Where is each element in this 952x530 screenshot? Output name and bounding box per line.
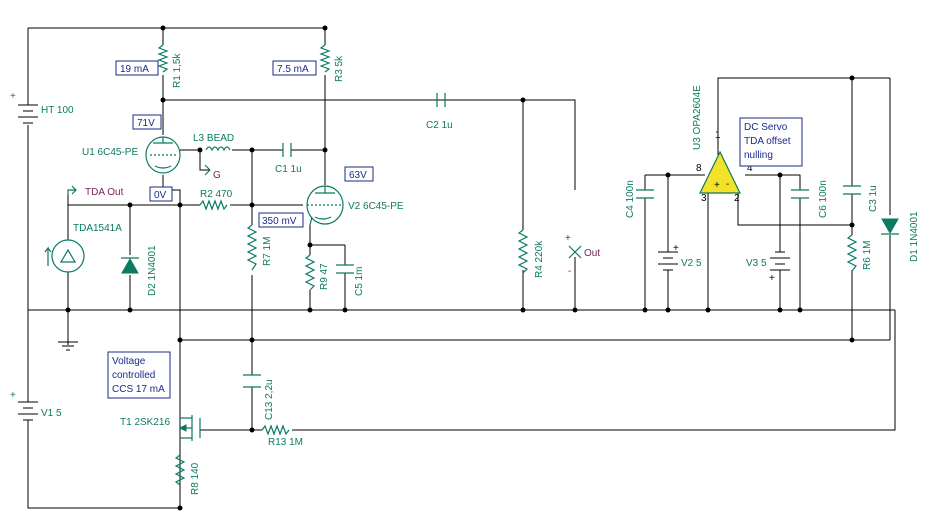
battery-v1-label: V1 5: [41, 408, 62, 419]
resistor-r9: [304, 254, 316, 291]
battery-ht-plus: +: [10, 91, 16, 102]
capacitor-c3-label: C3 1u: [868, 185, 879, 212]
resistor-r7-label: R7 1M: [262, 237, 273, 266]
opamp-u3-pin1: 1: [715, 130, 721, 141]
battery-v3: [770, 251, 790, 271]
mosfet-t1-label: T1 2SK216: [120, 417, 170, 428]
current-source-tda: [44, 239, 85, 273]
svg-text:+: +: [714, 180, 720, 191]
note-dc-servo-line3: nulling: [744, 150, 773, 161]
resistor-r9-label: R9 47: [319, 263, 330, 290]
opamp-u3-pin2: 2: [734, 193, 740, 204]
capacitor-c6: [791, 189, 809, 199]
junctions: [65, 25, 855, 511]
resistor-r8-label: R8 140: [190, 462, 201, 495]
note-ccs-line2: controlled: [112, 370, 155, 381]
capacitor-c2-label: C2 1u: [426, 120, 453, 131]
battery-v2-plus: +: [673, 243, 679, 254]
readout-r1-current: 19 mA: [120, 64, 149, 75]
readout-u1-voltage: 71V: [137, 118, 155, 129]
battery-v3-plus: +: [769, 273, 775, 284]
inductor-l3-label: L3 BEAD: [193, 133, 234, 144]
opamp-u3-pin4: 4: [747, 163, 753, 174]
output-probe-minus: -: [568, 266, 571, 277]
readout-u1-voltage-box: [132, 114, 162, 130]
battery-v1: [18, 395, 38, 425]
readout-v2-voltage: 63V: [349, 170, 367, 181]
terminal-tda-out-label: TDA Out: [85, 187, 124, 198]
capacitor-c5: [336, 264, 354, 274]
readout-cathode-voltage: 350 mV: [262, 216, 297, 227]
resistor-r3: [319, 44, 331, 73]
resistor-r6: [846, 234, 858, 272]
readout-tda-voltage-box: [149, 186, 173, 202]
readout-r1-current-box: [115, 60, 159, 76]
capacitor-c3: [843, 185, 861, 195]
readout-r3-current: 7.5 mA: [277, 64, 309, 75]
capacitor-c13: [243, 374, 261, 388]
resistor-r13-label: R13 1M: [268, 437, 303, 448]
resistor-r2: [199, 199, 228, 211]
resistor-r4-label: R4 220k: [534, 240, 545, 278]
output-probe-label: Out: [584, 248, 600, 259]
output-probe-icon: [568, 245, 582, 259]
inductor-l3: [205, 146, 231, 152]
opamp-u3: + -: [699, 150, 741, 194]
battery-v1-plus: +: [10, 390, 16, 401]
battery-v2: [658, 248, 678, 278]
ground-icon: [58, 341, 78, 351]
note-dc-servo-line1: DC Servo: [744, 122, 788, 133]
svg-text:-: -: [726, 179, 729, 190]
resistor-r3-label: R3 5k: [334, 55, 345, 82]
wires: [27, 27, 896, 509]
readout-v2-voltage-box: [344, 166, 374, 182]
capacitor-c13-label: C13 2,2u: [264, 379, 275, 420]
capacitor-c6-label: C6 100n: [818, 180, 829, 218]
diode-d2-label: D2 1N4001: [147, 245, 158, 296]
note-ccs-line3: CCS 17 mA: [112, 384, 165, 395]
readout-cathode-voltage-box: [258, 212, 304, 228]
mosfet-t1: [178, 415, 201, 441]
tube-u1-label: U1 6C45-PE: [82, 147, 138, 158]
tube-v2-label: V2 6C45-PE: [348, 201, 404, 212]
resistor-r13: [261, 424, 290, 436]
battery-ht-label: HT 100: [41, 105, 74, 116]
resistor-r1: [157, 44, 169, 73]
resistor-r4: [517, 229, 529, 274]
battery-v2-label: V2 5: [681, 258, 702, 269]
note-ccs-box: [107, 351, 171, 399]
terminal-tda-out-icon: [67, 185, 77, 195]
diode-d1: [881, 218, 899, 235]
note-dc-servo-box: [739, 117, 803, 167]
current-source-tda-label: TDA1541A: [73, 223, 122, 234]
resistor-r2-label: R2 470: [200, 189, 233, 200]
terminal-g-icon: [204, 164, 211, 176]
capacitor-c1-label: C1 1u: [275, 164, 302, 175]
terminal-g-label: G: [213, 170, 221, 181]
capacitor-c4: [636, 189, 654, 199]
capacitor-c1: [282, 143, 292, 157]
output-probe-plus: +: [565, 233, 571, 244]
battery-ht: [18, 95, 38, 124]
readout-tda-voltage: 0V: [154, 190, 167, 201]
capacitor-c2: [436, 93, 446, 107]
note-ccs-line1: Voltage: [112, 356, 146, 367]
readout-r3-current-box: [272, 60, 317, 76]
resistor-r6-label: R6 1M: [862, 241, 873, 270]
opamp-u3-pin3: 3: [701, 193, 707, 204]
tube-v2: [306, 185, 344, 226]
capacitor-c5-label: C5 1m: [354, 267, 365, 296]
battery-v3-label: V3 5: [746, 258, 767, 269]
diode-d2: [121, 257, 139, 274]
opamp-u3-label: U3 OPA2604E: [692, 85, 703, 150]
capacitor-c4-label: C4 100n: [625, 180, 636, 218]
tube-u1: [145, 136, 181, 174]
diode-d1-label: D1 1N4001: [909, 211, 920, 262]
opamp-u3-pin8: 8: [696, 163, 702, 174]
resistor-r7: [246, 224, 258, 271]
note-dc-servo-line2: TDA offset: [744, 136, 791, 147]
resistor-r1-label: R1 1,5k: [172, 53, 183, 88]
resistor-r8: [174, 454, 186, 486]
